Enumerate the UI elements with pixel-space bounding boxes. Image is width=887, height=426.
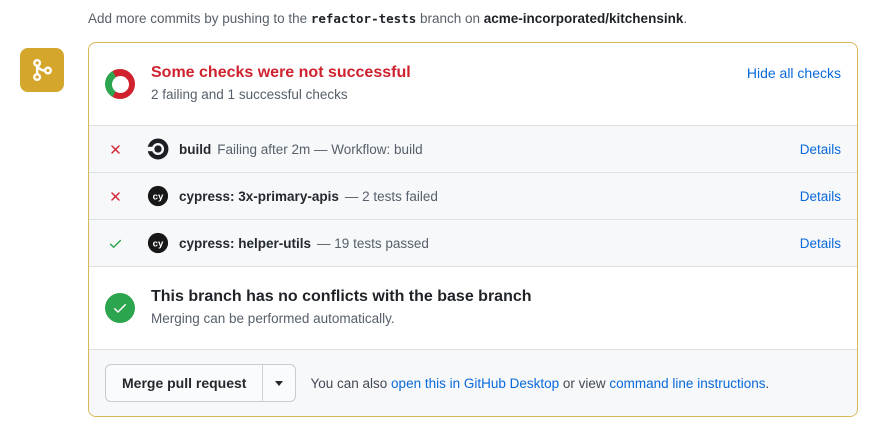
svg-text:cy: cy: [153, 191, 164, 202]
check-row-build: build Failing after 2m — Workflow: build…: [89, 125, 857, 172]
checks-summary-title: Some checks were not successful: [151, 64, 411, 81]
checks-summary-text: Some checks were not successful 2 failin…: [151, 63, 411, 105]
or-view-text: or view: [559, 375, 610, 391]
checks-donut-icon: [105, 69, 135, 99]
x-icon: [107, 188, 123, 204]
cypress-logo-icon: cy: [147, 185, 169, 207]
check-name: build: [179, 141, 212, 157]
hide-all-checks-link[interactable]: Hide all checks: [746, 65, 841, 81]
check-row-cypress-primary: cy cypress: 3x-primary-apis — 2 tests fa…: [89, 172, 857, 219]
merge-action-bar: Merge pull request You can also open thi…: [89, 349, 857, 416]
branch-name: refactor-tests: [310, 11, 417, 26]
details-link[interactable]: Details: [799, 141, 841, 157]
x-icon: [107, 141, 123, 157]
merge-box: Some checks were not successful 2 failin…: [88, 42, 858, 417]
github-desktop-link[interactable]: open this in GitHub Desktop: [391, 375, 560, 391]
push-hint-prefix: Add more commits by pushing to the: [88, 11, 311, 26]
push-hint-middle: branch on: [416, 11, 484, 26]
check-circle-icon: [105, 293, 135, 323]
checks-donut-hole: [111, 75, 129, 93]
check-description: Failing after 2m — Workflow: build: [217, 141, 423, 157]
also-suffix: .: [765, 375, 770, 391]
push-hint-suffix: .: [683, 11, 688, 26]
merge-pull-request-button[interactable]: Merge pull request: [122, 375, 247, 391]
merge-button-group: Merge pull request: [105, 364, 297, 402]
checks-summary-header: Some checks were not successful 2 failin…: [89, 43, 857, 125]
mergeability-text: This branch has no conflicts with the ba…: [151, 287, 532, 329]
repo-name: acme-incorporated/kitchensink: [483, 11, 684, 26]
merge-options-dropdown-button[interactable]: [262, 365, 295, 401]
command-line-instructions-link[interactable]: command line instructions: [609, 375, 766, 391]
check-description: — 2 tests failed: [344, 188, 438, 204]
check-name: cypress: helper-utils: [179, 235, 312, 251]
alternative-merge-text: You can also open this in GitHub Desktop…: [310, 376, 769, 391]
check-icon: [107, 235, 123, 251]
check-description: — 19 tests passed: [317, 235, 429, 251]
check-row-cypress-helper: cy cypress: helper-utils — 19 tests pass…: [89, 219, 857, 266]
checks-summary-subtitle: 2 failing and 1 successful checks: [151, 87, 348, 102]
caret-down-icon: [275, 380, 284, 386]
details-link[interactable]: Details: [799, 188, 841, 204]
cypress-logo-icon: cy: [147, 232, 169, 254]
also-prefix: You can also: [310, 375, 392, 391]
mergeability-section: This branch has no conflicts with the ba…: [89, 266, 857, 349]
push-hint-text: Add more commits by pushing to the refac…: [88, 9, 687, 29]
merge-status-badge: [20, 48, 64, 92]
svg-text:cy: cy: [153, 238, 164, 249]
check-name: cypress: 3x-primary-apis: [179, 188, 339, 204]
git-merge-icon: [29, 57, 55, 83]
details-link[interactable]: Details: [799, 235, 841, 251]
circleci-logo-icon: [147, 138, 169, 160]
mergeability-subtitle: Merging can be performed automatically.: [151, 311, 395, 326]
mergeability-title: This branch has no conflicts with the ba…: [151, 288, 532, 305]
